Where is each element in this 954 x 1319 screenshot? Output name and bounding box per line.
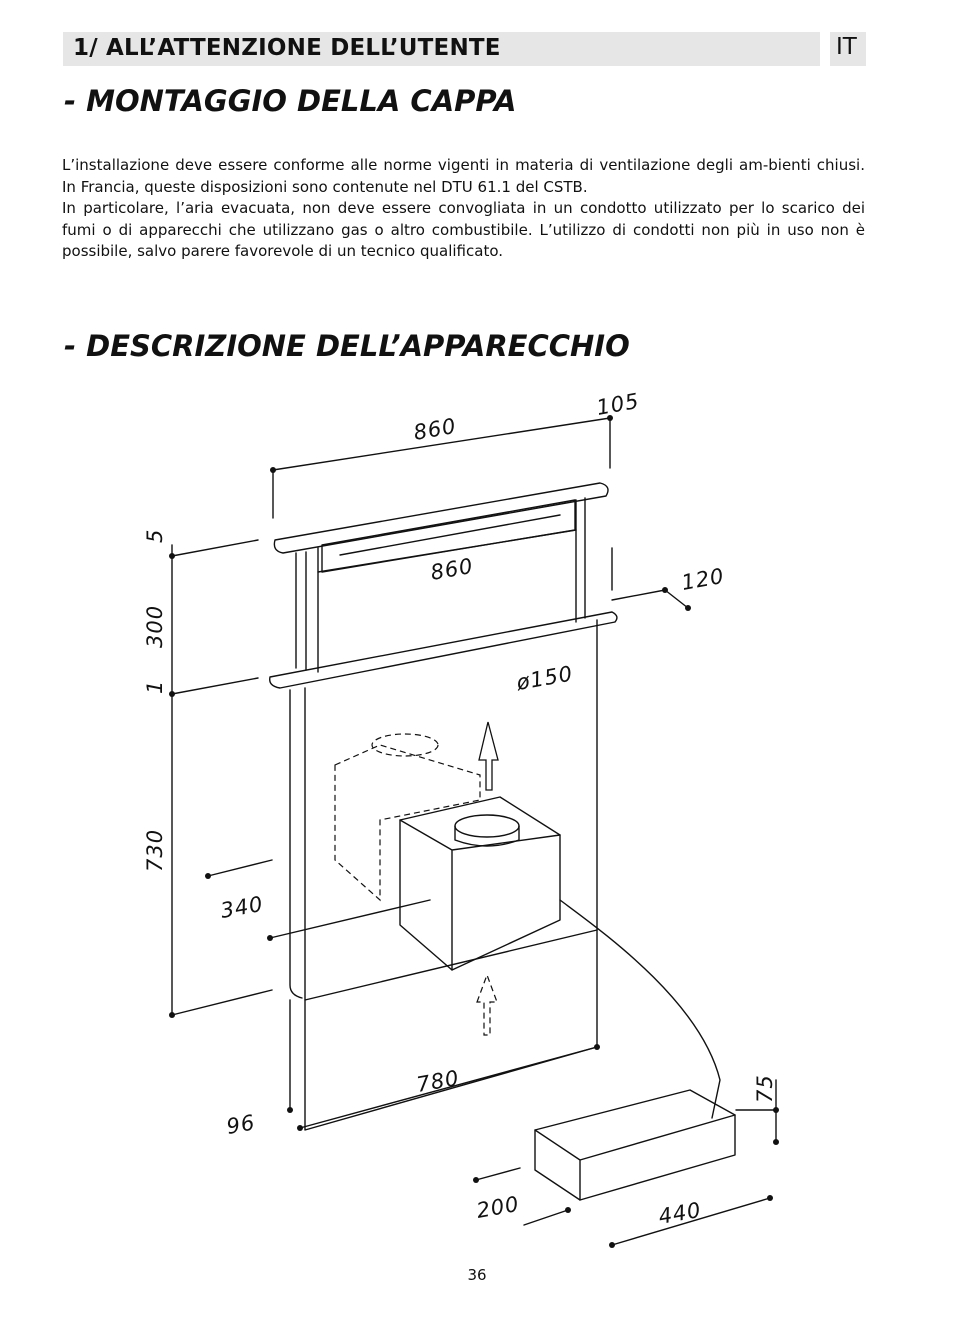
remote-motor-unit <box>534 1089 736 1201</box>
dim-label-730: 730 <box>143 829 167 872</box>
airflow-up-arrow <box>478 721 499 791</box>
dimension-line-340 <box>207 859 431 939</box>
hood-lower-panel <box>304 929 598 1131</box>
glass-left-edge <box>295 547 319 673</box>
glass-top-line <box>317 529 577 573</box>
remote-motor-edges <box>534 1114 736 1201</box>
paragraph-2: In particolare, l’aria evacuata, non dev… <box>62 199 865 260</box>
language-badge: IT <box>830 32 866 66</box>
dim-label-200: 200 <box>475 1192 522 1223</box>
paragraph-1: L’installazione deve essere conforme all… <box>62 156 865 196</box>
hood-base-plate <box>269 611 618 689</box>
dim-label-340: 340 <box>219 892 266 923</box>
header-bar: 1/ ALL’ATTENZIONE DELL’UTENTE <box>63 32 820 66</box>
motor-box <box>399 796 561 971</box>
hood-slot-line <box>339 514 561 556</box>
motor-outlet-collar <box>454 825 520 847</box>
dimension-line-120 <box>611 547 689 609</box>
language-label: IT <box>836 34 857 60</box>
body-text: L’installazione deve essere conforme all… <box>62 155 865 263</box>
dim-label-860-inner: 860 <box>429 554 476 585</box>
dimension-line-vertical <box>171 539 273 1016</box>
dim-label-75: 75 <box>753 1074 777 1103</box>
dim-label-96: 96 <box>225 1110 257 1139</box>
dim-label-1: 1 <box>143 680 167 694</box>
hood-body-side <box>289 689 303 999</box>
section-title-mounting: - MONTAGGIO DELLA CAPPA <box>64 84 517 118</box>
motor-alt-outlet <box>371 733 439 757</box>
dim-label-780: 780 <box>415 1066 462 1097</box>
dim-label-105: 105 <box>595 389 642 420</box>
glass-right-edge <box>575 497 586 623</box>
dim-label-860-top: 860 <box>412 414 459 445</box>
dim-label-440: 440 <box>657 1198 704 1229</box>
dimension-line-440 <box>475 1167 771 1246</box>
hood-top-frame <box>273 482 609 554</box>
dim-label-diameter: ø150 <box>514 661 575 695</box>
airflow-down-arrow <box>476 973 498 1036</box>
header-title: 1/ ALL’ATTENZIONE DELL’UTENTE <box>73 35 501 61</box>
power-cable <box>559 899 721 1119</box>
hood-technical-drawing: 860 105 860 120 ø150 5 300 1 730 340 780… <box>143 389 779 1248</box>
section-title-description: - DESCRIZIONE DELL’APPARECCHIO <box>64 329 630 363</box>
dim-label-300: 300 <box>143 605 167 648</box>
motor-alt-position <box>334 744 481 902</box>
dimension-line-860-top <box>272 417 611 519</box>
dimension-line-780 <box>289 999 598 1129</box>
hood-body-panel <box>304 619 598 1001</box>
motor-box-edges <box>399 819 561 971</box>
dim-label-120: 120 <box>680 564 727 595</box>
dim-label-5: 5 <box>143 529 167 543</box>
motor-outlet <box>454 814 520 838</box>
page-number: 36 <box>467 1266 487 1284</box>
